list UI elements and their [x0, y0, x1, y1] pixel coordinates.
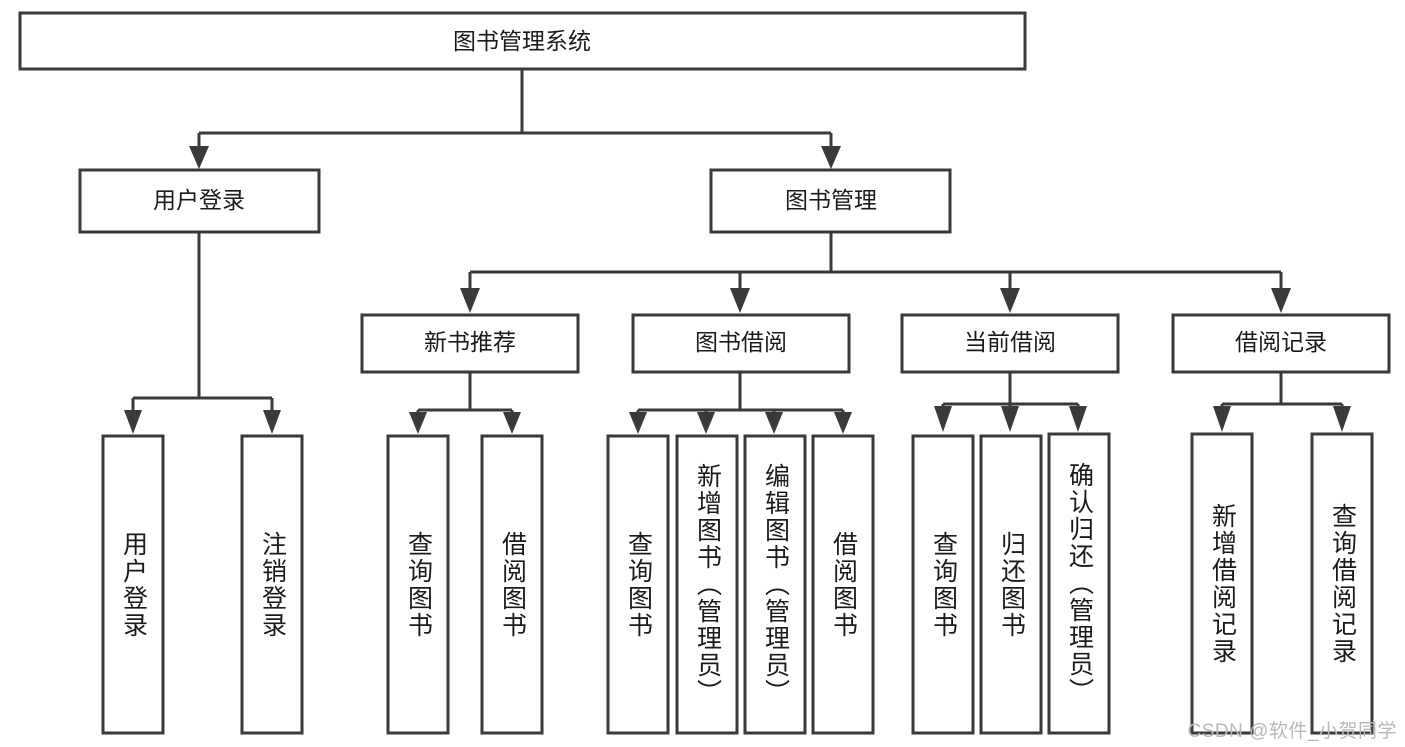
connector-group-new-book: [409, 373, 521, 434]
connector-group-user-login: [124, 233, 281, 434]
connector-group-root: [189, 70, 841, 169]
arrow-head-leaf-bb-1: [629, 412, 647, 434]
arrow-head-leaf-nb-2: [503, 412, 521, 434]
arrow-head-leaf-cb-2: [1001, 406, 1019, 432]
node-new-book-label: 新书推荐: [424, 329, 516, 355]
arrow-head-leaf-cb-1: [934, 406, 952, 432]
leaf-box-new-book-2[interactable]: [480, 434, 544, 735]
leaf-box-new-book-1[interactable]: [386, 434, 450, 735]
leaf-box-user-login-1[interactable]: [101, 434, 165, 735]
node-current-borrow-label: 当前借阅: [964, 329, 1056, 355]
node-root-label: 图书管理系统: [453, 28, 591, 54]
leaf-box-current-borrow-1[interactable]: [911, 434, 975, 735]
connector-group-current-borrow: [934, 373, 1087, 432]
node-new-book-box[interactable]: [360, 313, 580, 374]
arrow-head-leaf-bb-2: [697, 412, 715, 434]
leaf-box-book-borrow-3[interactable]: [743, 434, 807, 735]
leaf-box-current-borrow-3[interactable]: [1047, 432, 1111, 735]
node-borrow-record-box[interactable]: [1171, 313, 1391, 374]
arrow-head-new-book: [460, 288, 480, 313]
node-book-borrow-label: 图书借阅: [695, 329, 787, 355]
node-book-borrow-box[interactable]: [631, 313, 851, 374]
connector-group-book-manage: [460, 233, 1291, 313]
arrow-head-leaf-cb-3: [1069, 406, 1087, 432]
node-borrow-record-label: 借阅记录: [1235, 329, 1327, 355]
node-root-box[interactable]: [18, 11, 1027, 71]
arrow-head-leaf-br-1: [1213, 406, 1231, 432]
arrow-head-book-borrow: [730, 288, 750, 313]
leaf-box-current-borrow-2[interactable]: [979, 434, 1043, 735]
leaf-box-book-borrow-4[interactable]: [811, 434, 875, 735]
arrow-head-leaf-user-login-1: [124, 410, 142, 434]
arrow-head-leaf-br-2: [1333, 406, 1351, 432]
connector-group-book-borrow: [629, 373, 852, 434]
csdn-watermark: CSDN @软件_小贺同学: [1187, 721, 1397, 742]
node-user-login-box[interactable]: [78, 168, 321, 234]
leaf-box-borrow-record-1[interactable]: [1190, 432, 1254, 735]
arrow-head-leaf-bb-3: [765, 412, 783, 434]
arrow-head-current-borrow: [1000, 288, 1020, 313]
node-book-manage-label: 图书管理: [785, 187, 877, 213]
arrow-head-leaf-nb-1: [409, 412, 427, 434]
leaf-box-book-borrow-1[interactable]: [606, 434, 670, 735]
node-book-manage-box[interactable]: [709, 168, 952, 234]
leaf-box-book-borrow-2[interactable]: [675, 434, 739, 735]
leaf-box-borrow-record-2[interactable]: [1310, 432, 1374, 735]
arrow-head-user-login: [189, 146, 209, 169]
node-current-borrow-box[interactable]: [900, 313, 1120, 374]
leaf-box-user-login-2[interactable]: [240, 434, 304, 735]
connector-group-borrow-record: [1213, 373, 1351, 432]
arrow-head-book-manage: [821, 146, 841, 169]
arrow-head-leaf-user-login-2: [263, 410, 281, 434]
node-user-login-label: 用户登录: [153, 187, 245, 213]
arrow-head-leaf-bb-4: [834, 412, 852, 434]
arrow-head-borrow-record: [1271, 288, 1291, 313]
